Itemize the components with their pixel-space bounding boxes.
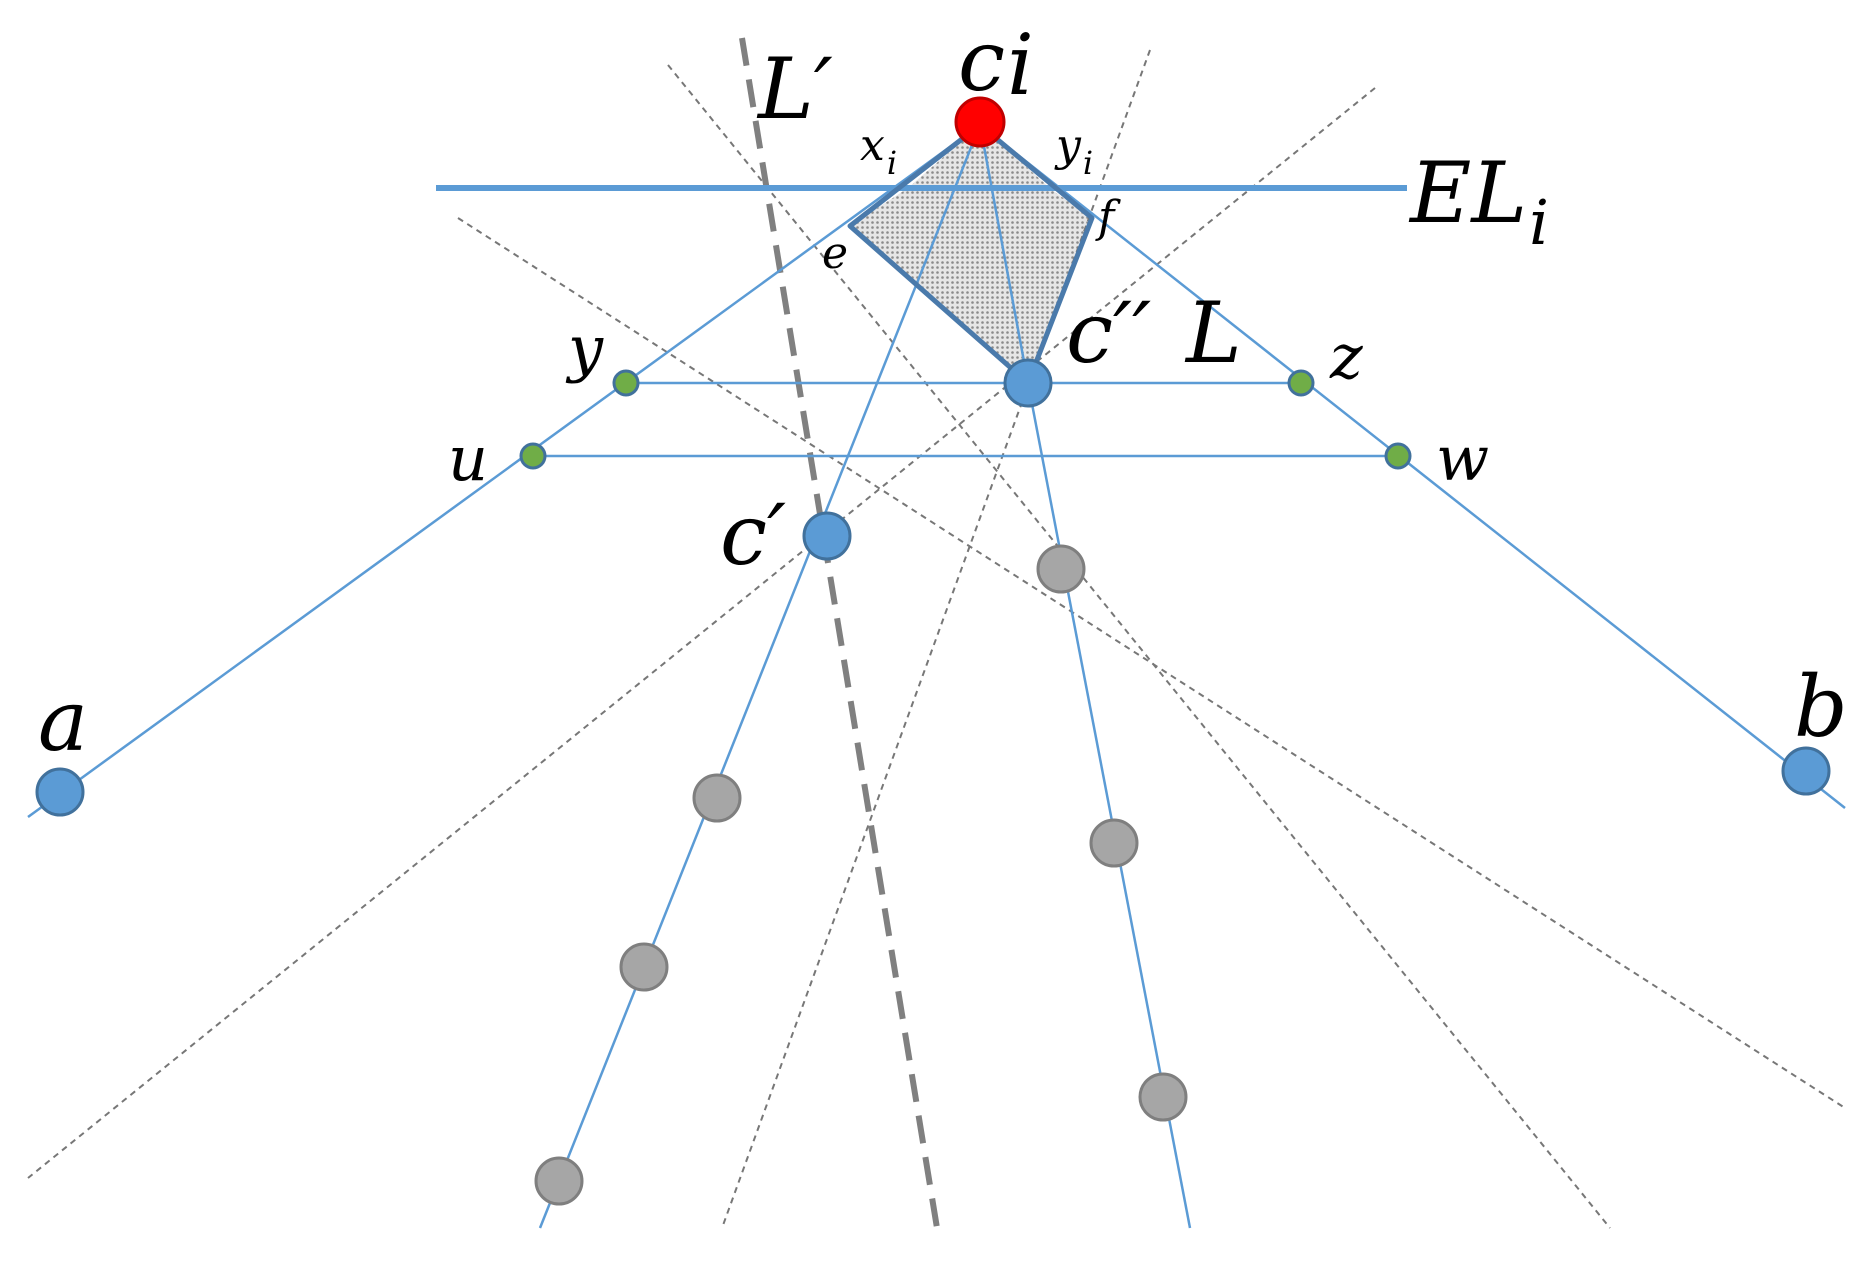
gray-node <box>692 773 742 823</box>
green-nodes <box>519 369 1412 470</box>
node-z <box>1287 369 1315 397</box>
label-w: w <box>1436 422 1489 495</box>
label-a: a <box>38 672 88 770</box>
label-c-double-prime: c′′ <box>1066 284 1151 382</box>
label-u: u <box>448 422 488 495</box>
node-y <box>612 369 640 397</box>
node-c-i <box>954 96 1006 148</box>
blue-lines <box>27 123 1846 1229</box>
label-c-prime: c′ <box>720 486 786 584</box>
dotted-construction-lines <box>27 49 1846 1229</box>
gray-nodes <box>534 544 1188 1206</box>
label-L-prime: L′ <box>756 40 833 138</box>
node-c-prime <box>802 511 852 561</box>
gray-node <box>534 1156 584 1206</box>
node-c-double-prime <box>1003 358 1053 408</box>
node-u <box>519 442 547 470</box>
label-f: f <box>1095 192 1121 243</box>
dotted-line-3 <box>27 87 1376 1179</box>
label-y: y <box>565 312 604 385</box>
gray-node <box>619 942 669 992</box>
line-L-prime <box>739 37 940 1229</box>
label-y-i: yi <box>1054 120 1093 182</box>
outline-left <box>847 123 1030 385</box>
blue-nodes <box>35 358 1831 817</box>
label-EL-i: ELi <box>1408 144 1549 259</box>
label-z: z <box>1329 320 1363 393</box>
gray-node <box>1138 1072 1188 1122</box>
label-c-i: ci <box>958 12 1034 114</box>
gray-node <box>1036 544 1086 594</box>
label-b: b <box>1794 658 1848 756</box>
line-ci-to-a <box>27 123 981 819</box>
line-ci-to-c-double-prime <box>978 124 1030 384</box>
line-ci-to-c-prime <box>538 124 982 1229</box>
outline-right <box>978 123 1095 384</box>
node-a <box>35 767 85 817</box>
node-b <box>1781 746 1831 796</box>
node-w <box>1384 442 1412 470</box>
label-e: e <box>822 228 848 279</box>
dotted-line-1 <box>667 64 1611 1229</box>
region-outline <box>847 123 1095 385</box>
label-x-i: xi <box>860 120 897 182</box>
gray-node <box>1089 818 1139 868</box>
line-ci-to-b <box>979 124 1846 809</box>
label-L: L <box>1184 284 1242 382</box>
